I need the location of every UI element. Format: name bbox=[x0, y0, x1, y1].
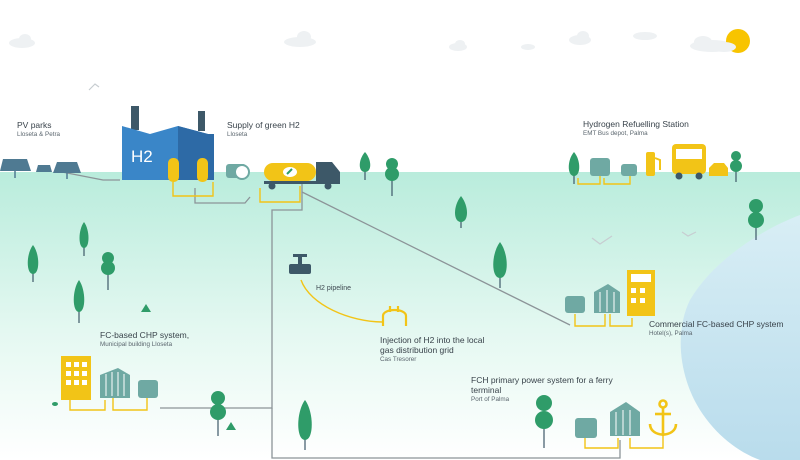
hydrogen-tank-icon bbox=[168, 158, 208, 182]
cloud-icon bbox=[9, 31, 734, 52]
tree-icon bbox=[27, 151, 764, 450]
refuelling-station-subtitle: EMT Bus depot, Palma bbox=[583, 129, 648, 137]
fuel-cell-icon bbox=[565, 284, 620, 313]
ferry-title-line1: FCH primary power system for a ferry bbox=[471, 375, 613, 385]
municipal-chp-label: FC-based CHP system, Municipal building … bbox=[100, 330, 190, 348]
fuel-cell-icon bbox=[100, 368, 158, 398]
green-h2-title: Supply of green H2 bbox=[227, 120, 300, 130]
fuel-cell-icon bbox=[575, 402, 640, 438]
anchor-icon bbox=[648, 399, 678, 436]
compressor-icon bbox=[621, 164, 637, 176]
h2-pipeline-title: H2 pipeline bbox=[316, 285, 352, 292]
ferry-title-line2: terminal bbox=[471, 384, 502, 395]
compressor-icon bbox=[226, 164, 250, 180]
injection-point-icon bbox=[381, 306, 408, 326]
bush-icon bbox=[52, 304, 236, 430]
municipal-chp-title: FC-based CHP system, bbox=[100, 330, 190, 340]
truck-icon bbox=[264, 162, 340, 190]
green-h2-label: Supply of green H2 Lloseta bbox=[227, 120, 300, 138]
bird-icon bbox=[88, 83, 697, 245]
pv-parks-label: PV parks Lloseta & Petra bbox=[17, 120, 61, 138]
pv-parks-subtitle: Lloseta & Petra bbox=[17, 130, 61, 138]
bus-icon bbox=[672, 144, 706, 180]
ground-area bbox=[0, 172, 800, 460]
injection-title-line1: Injection of H2 into the local bbox=[380, 335, 485, 345]
car-icon bbox=[709, 163, 728, 176]
municipal-chp-subtitle: Municipal building Lloseta bbox=[100, 340, 173, 348]
ferry-label: FCH primary power system for a ferry ter… bbox=[471, 375, 613, 403]
commercial-chp-subtitle: Hotel(s), Palma bbox=[649, 329, 693, 337]
supply-lines bbox=[69, 174, 664, 449]
commercial-chp-label: Commercial FC-based CHP system Hotel(s),… bbox=[649, 319, 784, 337]
green-h2-subtitle: Lloseta bbox=[227, 130, 248, 138]
injection-subtitle: Cas Tresorer bbox=[380, 355, 417, 363]
injection-title-line2: gas distribution grid bbox=[380, 344, 454, 355]
sea-area bbox=[680, 215, 800, 460]
injection-label: Injection of H2 into the local gas distr… bbox=[380, 335, 485, 363]
hotel-icon bbox=[627, 270, 655, 316]
valve-icon bbox=[289, 254, 311, 274]
h2-pipeline-label: H2 pipeline bbox=[316, 285, 351, 293]
ferry-subtitle: Port of Palma bbox=[471, 395, 510, 403]
fuel-pump-icon bbox=[646, 152, 661, 176]
h2-plant-label: H2 bbox=[131, 147, 153, 166]
refuelling-station-title: Hydrogen Refuelling Station bbox=[583, 119, 689, 129]
building-icon bbox=[61, 356, 91, 400]
solar-panel-icon bbox=[0, 159, 81, 179]
fuel-cell-icon bbox=[590, 158, 610, 176]
sun-icon bbox=[712, 29, 750, 53]
refuelling-station-label: Hydrogen Refuelling Station EMT Bus depo… bbox=[583, 119, 689, 137]
commercial-chp-title: Commercial FC-based CHP system bbox=[649, 319, 784, 329]
pv-parks-title: PV parks bbox=[17, 120, 52, 130]
